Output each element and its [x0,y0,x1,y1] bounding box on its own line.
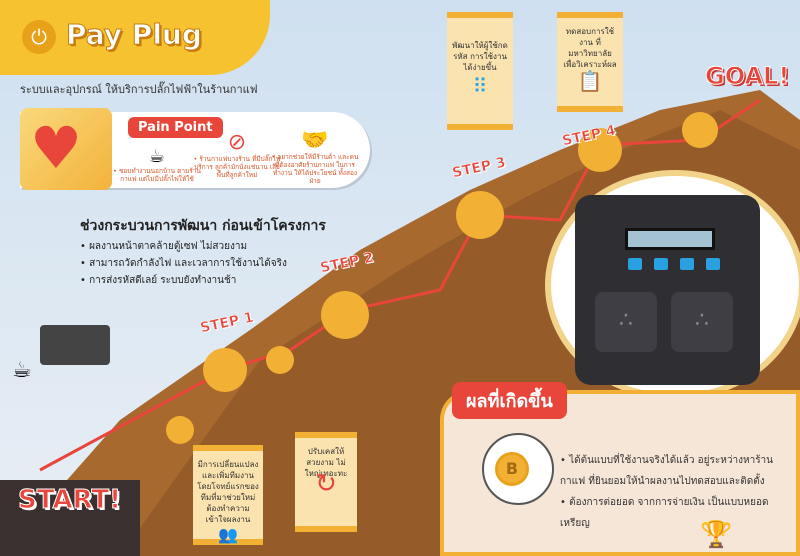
refresh-arrow-icon: ↻ [315,469,337,499]
pay-plug-device [575,195,760,385]
goal-label: GOAL! [704,62,790,91]
trophy-icon: 🏆 [700,520,733,550]
step-3-scroll: พัฒนาให้ผู้ใช้กดรหัส การใช้งานได้ง่ายขึ้… [447,12,513,130]
app-title: Pay Plug [66,18,203,52]
pain-item: ⊘ • ร้านกาแฟบางร้าน ที่มีปลั๊กไฟบริการ ล… [193,130,281,179]
socket-icon: ∴ [671,292,733,352]
step-1-scroll: มีการเปลี่ยนแปลงและเพิ่มทีมงาน โดยโจทย์แ… [193,445,263,545]
subtitle: ระบบและอุปกรณ์ ให้บริการปลั๊กไฟฟ้าในร้าน… [20,83,258,96]
process-list: • ผลงานหน้าตาคล้ายตู้เซฟ ไม่สวยงาม • สาม… [80,238,287,289]
coffee-icon: ☕ [12,358,32,383]
clipboard-icon: 📋 [577,69,603,93]
device-screen [625,228,715,250]
step-2-scroll: ปรับเคสให้สวยงาม ไม่ใหญ่เทอะทะ ↻ [295,432,357,532]
step-4-scroll: ทดสอบการใช้งาน ที่มหาวิทยาลัย เพื่อวิเคร… [557,12,623,112]
coffee-cup-icon: ☕ [148,146,166,167]
device-button [654,258,668,270]
device-buttons [628,258,720,270]
process-item: • สามารถวัดกำลังไฟ และเวลาการใช้งานได้จร… [80,258,287,269]
result-item: • ต้องการต่อยอด จากการจ่ายเงิน เป็นแบบหย… [560,497,769,529]
pain-point-image [20,108,112,190]
result-label: ผลที่เกิดขึ้น [452,382,567,419]
process-item: • การส่งรหัสดีเลย์ ระบบยังทำงานช้า [80,275,237,286]
device-sockets: ∴∴ [595,292,733,352]
device-button [706,258,720,270]
plug-icon: ⏻ [22,20,56,54]
device-button [628,258,642,270]
start-label: START! [17,485,122,516]
result-list: • ได้ต้นแบบที่ใช้งานจริงได้แล้ว อยู่ระหว… [560,450,795,534]
pain-item: ☕ • ชอบทำงานนอกบ้าน ตามร้านกาแฟ แต่ไม่มี… [113,146,201,183]
laptop-icon [40,325,110,365]
device-button [680,258,694,270]
result-item: • ได้ต้นแบบที่ใช้งานจริงได้แล้ว อยู่ระหว… [560,455,774,487]
keypad-icon: ⠿ [472,74,488,98]
no-plug-icon: ⊘ [227,130,247,155]
team-icon: 👥 [218,525,238,544]
handshake-icon: 🤝 [301,128,329,153]
process-title: ช่วงกระบวนการพัฒนา ก่อนเข้าโครงการ [80,218,326,234]
pain-point-label: Pain Point [128,117,223,138]
heart-icon: ♥ [30,114,82,182]
pain-item: 🤝 • อยากช่วยให้มีร้านค้า และคนที่ต้องอาศ… [271,128,359,185]
process-item: • ผลงานหน้าตาคล้ายตู้เซฟ ไม่สวยงาม [80,241,248,252]
socket-icon: ∴ [595,292,657,352]
coin-icon: B [495,452,529,486]
